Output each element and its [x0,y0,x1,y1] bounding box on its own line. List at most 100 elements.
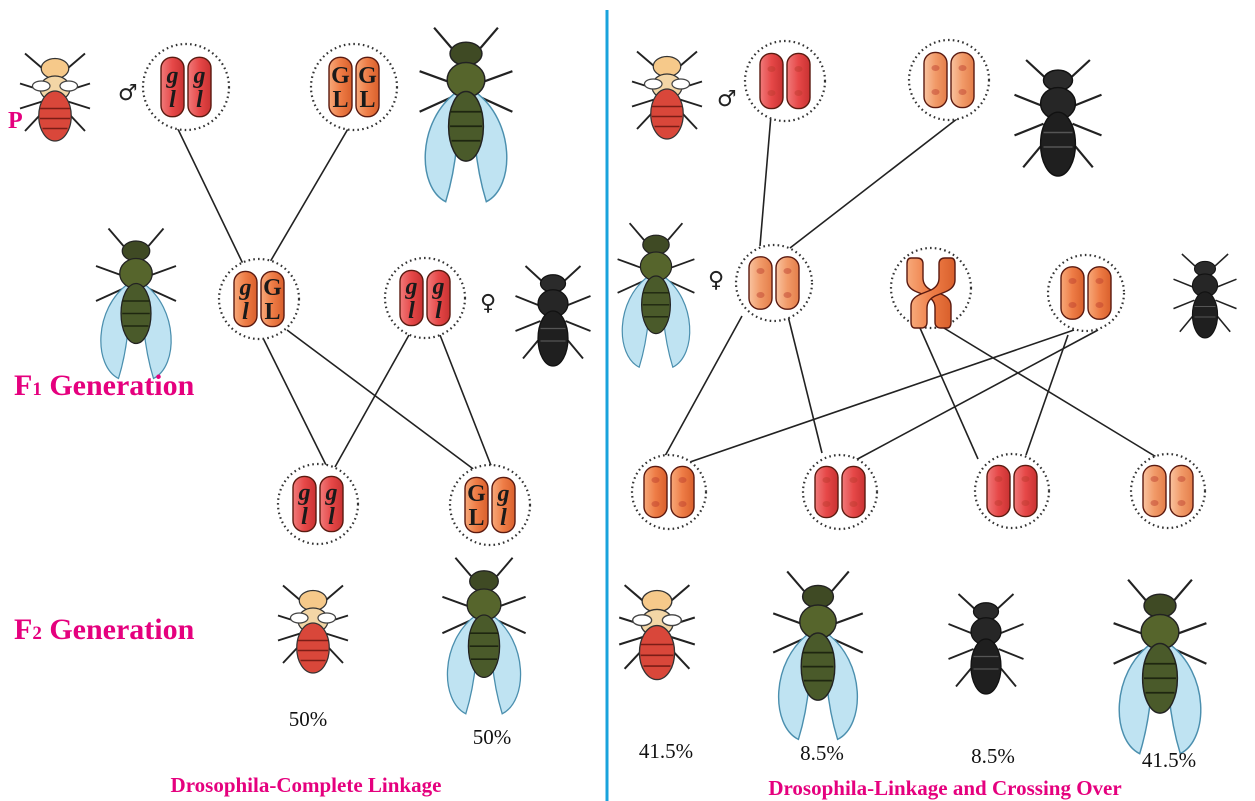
male-symbol-icon: ♂ [118,81,138,106]
chromosome-circle-border [973,452,1051,530]
chromosome-bar [399,269,424,327]
chromosome-circle-border [448,463,532,547]
connector-line [269,121,353,263]
connection-lines [174,114,1159,475]
chromosome-circle-border [1046,253,1126,333]
allele-mark-faint [756,292,765,298]
chromosome-right-f2-a [630,453,708,531]
label-f2-generation: F2 Generation [14,613,195,646]
generation-letter: F [14,613,32,646]
chromosome-right-f2-b [801,453,879,531]
fly-f2-wild-icon [441,556,527,715]
fly-p-male-vestigial-icon [19,52,91,142]
percent-label: 50% [473,725,512,749]
fly-right-f2-recomb-icon [772,570,864,741]
label-p-generation: P [8,108,23,134]
connector-line [286,329,481,475]
allele-mark-faint [767,66,776,72]
fly-right-f2-black-icon [947,593,1025,695]
allele-mark-faint [994,476,1003,482]
chromosome-bar [1060,266,1085,320]
allele-top-label: g [298,480,311,506]
percent-label: 41.5% [639,739,693,763]
chromosome-circle-border [383,256,467,340]
chromosome-bar [748,256,773,310]
chromosome-bar [160,56,185,118]
chromosome-bar [759,52,784,110]
allele-mark-faint [1095,302,1104,308]
right-female-symbol-icon: ♀ [708,268,724,293]
chromosome-bar [260,270,285,328]
allele-mark-faint [783,268,792,274]
allele-top-label: g [325,480,338,506]
allele-top-label: G [263,275,282,301]
connector-line [334,334,410,468]
crossover-chromatid [910,257,956,329]
chromosome-right-f1-a [734,243,814,323]
chromosome-bar [1013,464,1038,518]
allele-mark-faint [678,477,687,483]
chromosome-bar [1169,464,1194,518]
chromosome-bar [786,52,811,110]
label-f1-generation: F1 Generation [14,369,195,402]
chromosome-bar [319,475,344,533]
allele-mark-faint [1068,278,1077,284]
chromosome-bar [841,465,866,519]
chromosome-circle-border [217,257,301,341]
allele-top-label: g [193,63,206,89]
allele-mark-faint [794,90,803,96]
fly-f2-vestigial-icon [277,584,349,674]
chromosome-bar [775,256,800,310]
allele-mark-faint [994,500,1003,506]
allele-mark-faint [1150,476,1159,482]
chromosome-bar [292,475,317,533]
percent-label: 41.5% [1142,748,1196,772]
fly-right-f2-vestigial-icon [618,584,696,681]
allele-mark-faint [678,501,687,507]
allele-bottom-label: l [500,505,507,531]
allele-bottom-label: L [264,299,280,325]
allele-bottom-label: L [359,87,375,113]
allele-mark-faint [1021,500,1030,506]
allele-top-label: G [467,481,486,507]
chromosome-right-f2-d [1129,452,1207,530]
percent-label: 8.5% [971,744,1015,768]
fly-right-f1-black-icon [1172,253,1238,339]
allele-top-label: g [239,275,252,301]
generation-word: Generation [42,369,195,402]
connector-line [1025,334,1069,456]
allele-mark-faint [651,501,660,507]
allele-bottom-label: l [169,87,176,113]
chromosome-bar [233,270,258,328]
allele-bottom-label: l [328,504,335,530]
chromosome-bar [670,465,695,519]
connector-line [689,329,1075,463]
chromosome-right-crossover [889,246,973,330]
connector-line [439,334,493,469]
allele-mark-faint [849,477,858,483]
allele-bottom-label: l [435,298,442,324]
allele-mark-faint [1068,302,1077,308]
connector-line [787,315,823,454]
chromosome-bar [328,56,353,118]
chromosome-circle-border [276,462,360,546]
generation-subscript: 1 [32,379,42,400]
chromosome-circle-border [141,42,231,132]
fly-right-p-female-icon [1013,58,1103,178]
chromosome-bar [187,56,212,118]
allele-bottom-label: L [468,505,484,531]
generation-word: Generation [42,613,195,646]
allele-top-label: G [358,63,377,89]
chromosome-circle-border [1129,452,1207,530]
chromosome-right-f2-c [973,452,1051,530]
allele-top-label: g [166,63,179,89]
connector-line [261,335,328,468]
right-male-symbol-icon: ♂ [717,87,737,112]
allele-top-label: g [432,274,445,300]
connector-line [174,122,246,269]
caption-crossing-over: Drosophila-Linkage and Crossing Over [768,776,1121,800]
